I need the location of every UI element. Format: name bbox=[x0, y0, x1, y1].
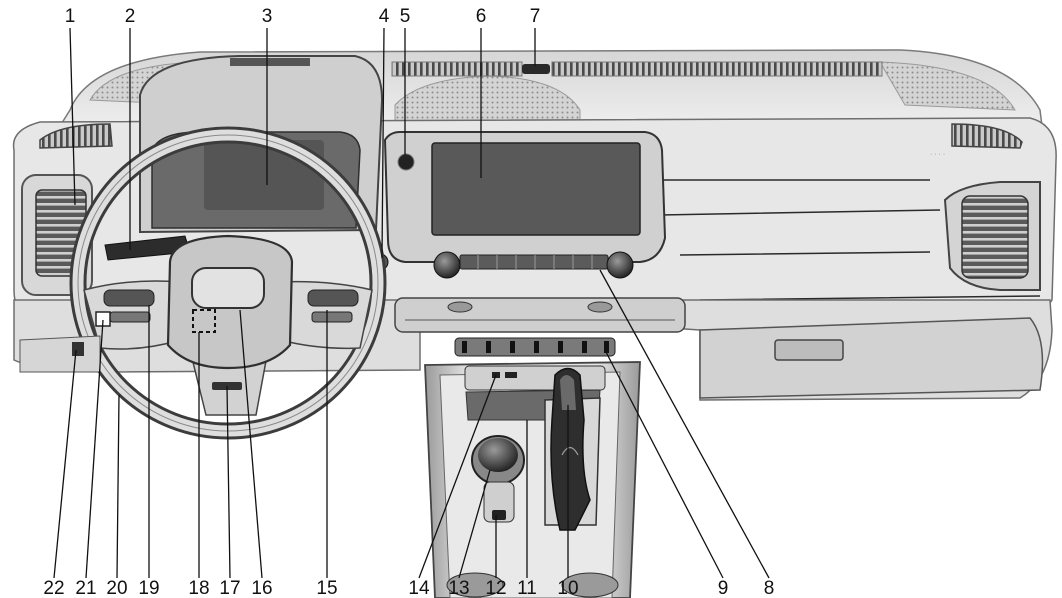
leader-8 bbox=[599, 269, 770, 579]
leader-17 bbox=[226, 385, 231, 579]
glove-box bbox=[699, 317, 1044, 399]
steering-wheel bbox=[69, 126, 387, 440]
callout-22: 22 bbox=[43, 578, 64, 598]
callout-9: 9 bbox=[718, 578, 729, 598]
drive-mode-knob bbox=[471, 435, 525, 523]
callout-12: 12 bbox=[485, 578, 506, 598]
callout-14: 14 bbox=[408, 578, 430, 598]
leader-9 bbox=[605, 351, 724, 579]
right-outer-vent bbox=[943, 181, 1041, 291]
callout-17: 17 bbox=[219, 578, 240, 598]
airbag-text: · · · · bbox=[930, 151, 945, 158]
callout-3: 3 bbox=[262, 6, 273, 27]
callout-2: 2 bbox=[125, 6, 136, 27]
center-console bbox=[424, 361, 641, 598]
upper-right-vent bbox=[951, 123, 1023, 149]
sunload-sensor bbox=[522, 64, 550, 74]
leader-4 bbox=[381, 27, 385, 259]
callout-21: 21 bbox=[75, 578, 96, 598]
callout-15: 15 bbox=[316, 578, 337, 598]
dashboard-illustration: · · · · bbox=[12, 49, 1057, 598]
defrost-vent-left bbox=[391, 61, 523, 77]
leader-lines bbox=[53, 27, 770, 579]
callout-20: 20 bbox=[106, 578, 127, 598]
upper-left-vent bbox=[39, 123, 113, 149]
climate-strip bbox=[394, 297, 686, 333]
leader-1 bbox=[69, 27, 76, 206]
callout-18: 18 bbox=[188, 578, 209, 598]
switch-row bbox=[454, 337, 616, 357]
callout-4: 4 bbox=[379, 6, 390, 27]
callout-8: 8 bbox=[764, 578, 775, 598]
leader-16 bbox=[239, 309, 263, 579]
callout-10: 10 bbox=[557, 578, 578, 598]
shift-lever bbox=[550, 367, 591, 531]
callout-13: 13 bbox=[448, 578, 469, 598]
callout-7: 7 bbox=[530, 6, 541, 27]
infotainment-display bbox=[383, 131, 667, 279]
leader-14 bbox=[418, 374, 497, 579]
leader-21 bbox=[85, 319, 104, 579]
defrost-vent-right bbox=[551, 61, 883, 77]
callout-11: 11 bbox=[517, 578, 537, 598]
callout-6: 6 bbox=[476, 6, 487, 27]
leader-20 bbox=[116, 394, 120, 579]
callout-1: 1 bbox=[65, 6, 76, 27]
leader-22 bbox=[53, 349, 77, 579]
leader-13 bbox=[458, 469, 491, 579]
passenger-trim bbox=[659, 179, 1041, 301]
callout-numbers: 1 2 3 4 5 6 7 8 9 10 11 12 13 14 15 16 1… bbox=[43, 6, 774, 598]
callout-5: 5 bbox=[400, 6, 411, 27]
callout-16: 16 bbox=[251, 578, 272, 598]
callout-19: 19 bbox=[138, 578, 159, 598]
speaker-grille-right bbox=[879, 61, 1016, 111]
